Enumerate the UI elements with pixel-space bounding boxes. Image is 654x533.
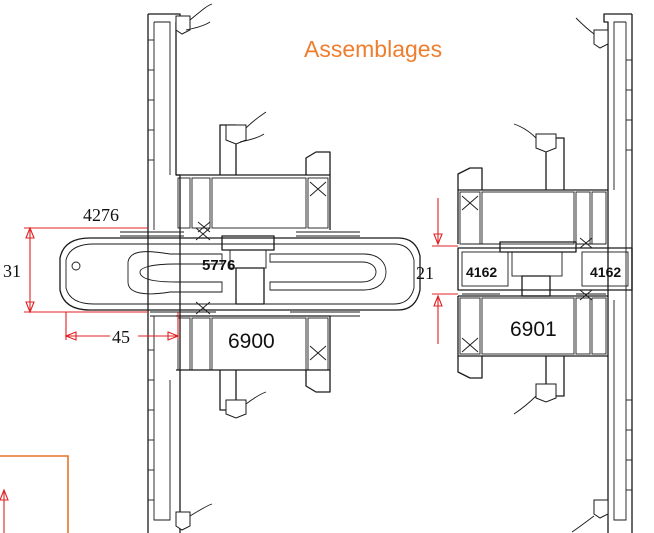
left-bottom-frame: [0, 455, 69, 533]
left-upper-sash: [176, 111, 331, 233]
left-width-dimension: 45: [112, 327, 130, 347]
right-coupler-4162: [457, 241, 633, 301]
left-dimensions: [24, 226, 180, 341]
left-top-ref-label: 4276: [83, 205, 119, 225]
right-coupler-right-ref-label: 4162: [590, 264, 621, 280]
right-lower-sash-6901: [457, 295, 608, 415]
left-height-dimension: 31: [3, 261, 21, 281]
left-coupler-ref-label: 5776: [202, 257, 235, 274]
left-coupler-5776: [59, 227, 421, 317]
right-upper-sash: [457, 123, 608, 249]
right-frame-ref-label: 6901: [510, 318, 557, 341]
left-assembly: 4276 31 45 5776 6900: [0, 3, 421, 533]
left-frame-ref-label: 6900: [228, 330, 275, 353]
right-height-dimension: 21: [416, 263, 434, 283]
left-lower-sash-6900: [176, 315, 331, 419]
right-assembly: 21 4162 4162 6901: [416, 13, 633, 533]
right-coupler-left-ref-label: 4162: [466, 264, 497, 280]
page-title: Assemblages: [304, 36, 442, 62]
right-dimensions: [432, 198, 458, 344]
